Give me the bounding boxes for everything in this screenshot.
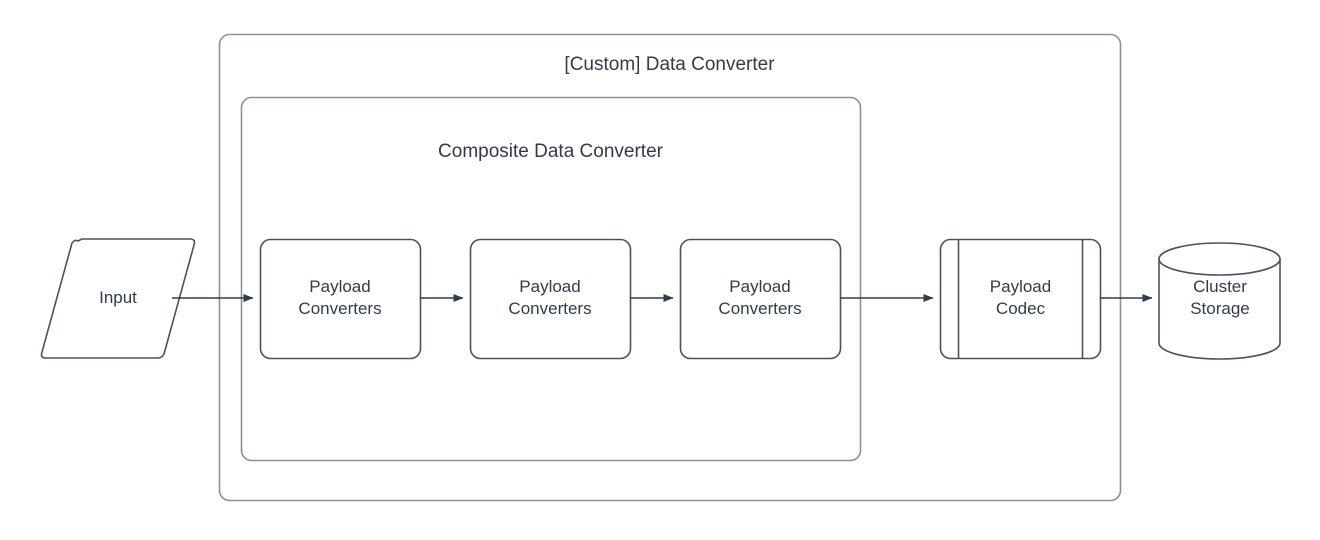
node-payload-converters-1-shape[interactable]: [259, 238, 422, 360]
node-input-shape[interactable]: [40, 238, 196, 359]
node-payload-converters-2-shape[interactable]: [469, 238, 632, 360]
node-cluster-storage-shape[interactable]: [1158, 242, 1281, 360]
node-payload-codec-shape[interactable]: [939, 238, 1102, 360]
node-payload-converters-3-shape[interactable]: [679, 238, 842, 360]
